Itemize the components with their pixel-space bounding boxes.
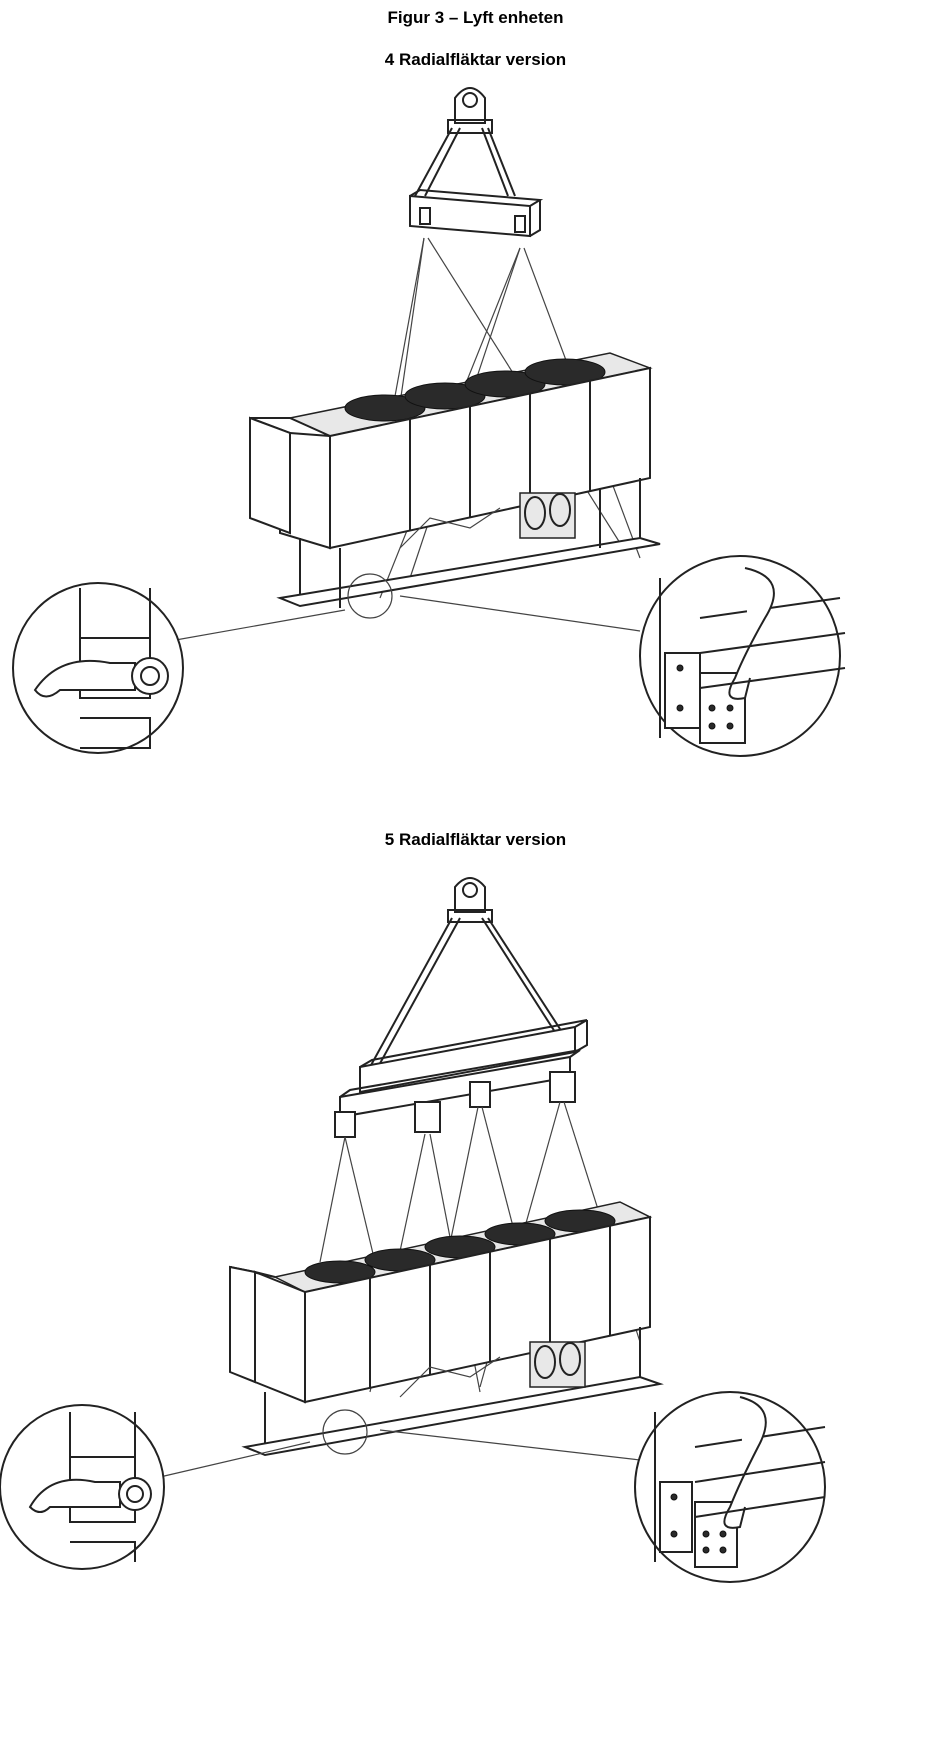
detail-marker: [347, 573, 393, 619]
upper-slings: [369, 917, 563, 1068]
detail-circle-hook-right: [639, 555, 846, 757]
detail-circle-pin-left: [0, 1404, 165, 1570]
callout-line-left: [169, 609, 346, 642]
lifting-drawing-4-fans: [12, 87, 846, 757]
upper-slings: [414, 127, 516, 197]
detail-circle-pin-left: [12, 582, 184, 754]
figure-title: Figur 3 – Lyft enheten: [387, 8, 564, 27]
lifting-drawing-5-fans: [0, 877, 826, 1583]
lifting-eye: [447, 877, 493, 923]
detail-marker: [322, 1409, 368, 1455]
section-heading-5-fans: 5 Radialfläktar version: [384, 830, 567, 849]
spreader-bar: [409, 188, 544, 238]
lower-spreader-beam: [334, 1049, 581, 1138]
callout-line-right: [399, 595, 641, 632]
lifting-eye: [447, 87, 493, 134]
chiller-unit: [229, 1201, 664, 1457]
section-heading-4-fans: 4 Radialfläktar version: [384, 50, 567, 69]
upper-spreader-beam: [359, 1019, 588, 1094]
detail-circle-hook-right: [634, 1391, 826, 1583]
callout-line-left: [159, 1441, 311, 1478]
callout-line-right: [379, 1429, 641, 1461]
chiller-unit: [249, 352, 661, 608]
